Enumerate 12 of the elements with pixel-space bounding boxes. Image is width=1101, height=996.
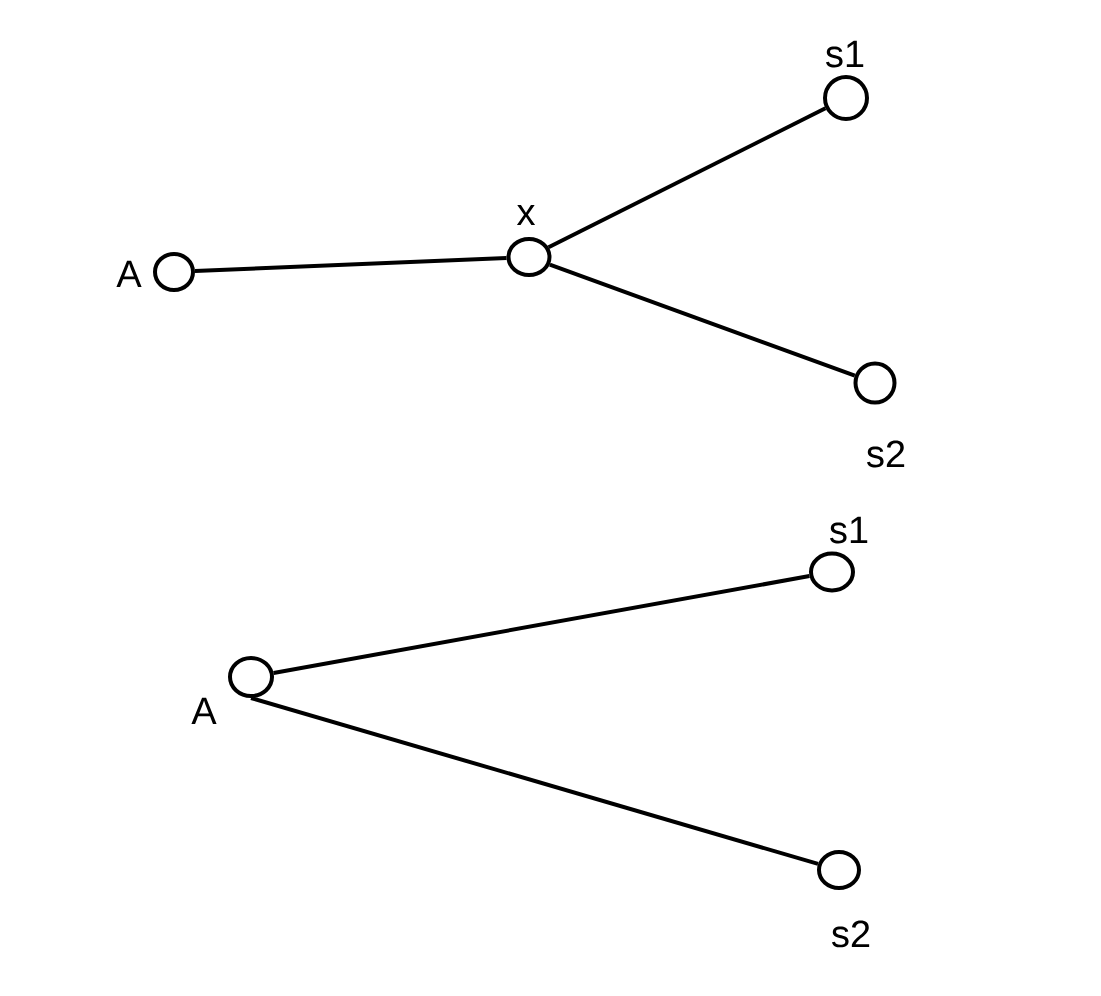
vertex-label: A (191, 697, 217, 724)
connector-line (547, 106, 827, 249)
vertex-label: s1 (826, 40, 864, 68)
vertex-label: s2 (832, 920, 870, 948)
connector-line (549, 262, 856, 378)
vertex-label: x (516, 204, 536, 225)
vertex-label: A (116, 260, 142, 287)
connector-line (194, 255, 507, 274)
vertex-label: s1 (830, 516, 868, 544)
vertex-label: s2 (867, 440, 905, 468)
connector-line (250, 696, 819, 866)
connector-line (273, 574, 810, 675)
